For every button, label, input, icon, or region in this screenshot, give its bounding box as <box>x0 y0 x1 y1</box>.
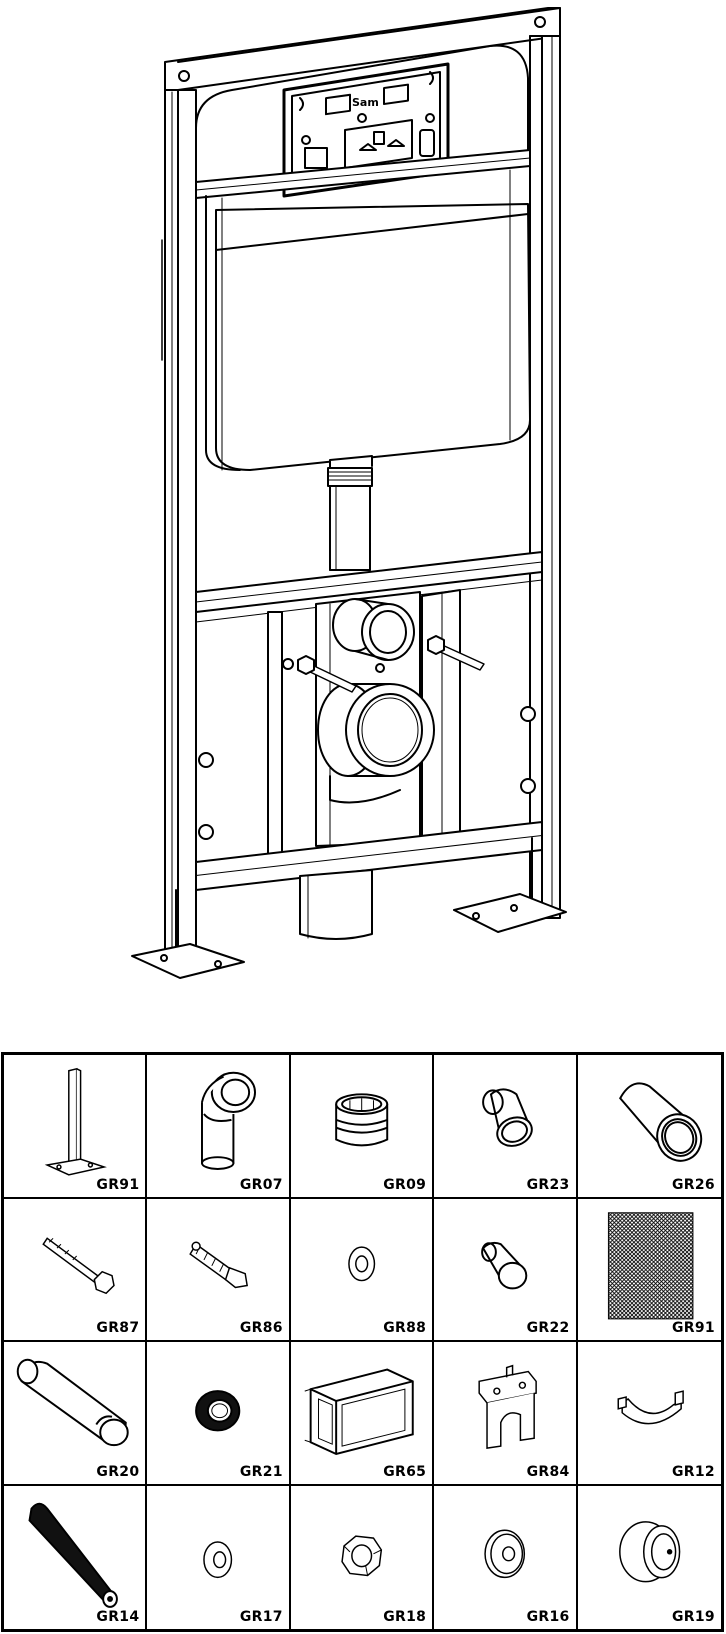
drain-bend-icon <box>201 1071 257 1170</box>
long-sleeve-icon <box>618 1082 702 1162</box>
part-cell-gr07: GR07 <box>147 1055 291 1199</box>
part-cell-gr26: GR26 <box>577 1055 721 1199</box>
inspection-box-icon <box>304 1368 414 1456</box>
flat-washer-icon <box>203 1540 233 1578</box>
part-code: GR88 <box>383 1320 427 1336</box>
part-code: GR84 <box>526 1463 570 1480</box>
end-cap-icon <box>481 1241 528 1289</box>
part-cell-gr12: GR12 <box>577 1342 721 1486</box>
part-code: GR16 <box>526 1609 570 1625</box>
threaded-rod-icon <box>28 1502 118 1608</box>
part-cell-gr86: GR86 <box>147 1198 291 1342</box>
part-code: GR26 <box>672 1176 715 1193</box>
installation-frame-drawing: Sam <box>131 7 567 979</box>
parts-grid: GR91 GR07 GR09 GR23 <box>1 1052 724 1632</box>
pipe-bracket-icon <box>478 1364 538 1449</box>
part-cell-gr20: GR20 <box>4 1342 148 1486</box>
part-cell-gr91-leg: GR91 <box>4 1055 148 1199</box>
part-code: GR14 <box>96 1609 140 1625</box>
hex-nut-icon <box>341 1534 382 1576</box>
part-cell-gr14: GR14 <box>4 1485 148 1629</box>
flush-pipe-icon <box>16 1358 129 1447</box>
pipe-clamp-icon <box>617 1390 684 1425</box>
mesh-panel-icon <box>607 1211 694 1319</box>
part-cell-gr21: GR21 <box>147 1342 291 1486</box>
dome-cap-icon <box>618 1520 680 1582</box>
part-cell-gr23: GR23 <box>434 1055 578 1199</box>
part-code: GR23 <box>526 1176 570 1193</box>
part-code: GR65 <box>383 1463 427 1480</box>
rubber-seal-icon <box>195 1390 241 1432</box>
part-code: GR19 <box>672 1609 715 1625</box>
plate-logo: Sam <box>352 96 379 109</box>
part-cell-gr84: GR84 <box>434 1342 578 1486</box>
part-code: GR17 <box>239 1609 283 1625</box>
part-code: GR12 <box>672 1463 715 1480</box>
threaded-bolt-icon <box>42 1236 115 1294</box>
part-code: GR09 <box>383 1176 427 1193</box>
part-code: GR86 <box>239 1320 283 1336</box>
wall-plug-icon <box>189 1241 249 1288</box>
part-code: GR20 <box>96 1463 140 1480</box>
part-cell-gr17: GR17 <box>147 1485 291 1629</box>
part-cell-gr88: GR88 <box>290 1198 435 1342</box>
washer-icon <box>347 1245 375 1281</box>
part-cell-gr91-mesh: GR91 <box>577 1199 721 1342</box>
part-code: GR22 <box>526 1320 570 1336</box>
part-code: GR07 <box>239 1176 283 1193</box>
rosette-icon <box>484 1529 526 1578</box>
pipe-connector-icon <box>334 1093 389 1147</box>
part-cell-gr16: GR16 <box>434 1485 578 1629</box>
part-cell-gr65: GR65 <box>290 1342 435 1486</box>
part-code: GR91 <box>96 1176 140 1193</box>
pipe-sleeve-icon <box>482 1088 533 1147</box>
part-code: GR18 <box>383 1609 427 1625</box>
part-cell-gr19: GR19 <box>578 1486 721 1630</box>
part-code: GR91 <box>672 1320 715 1336</box>
part-cell-gr22: GR22 <box>434 1198 578 1342</box>
frame-leg-icon <box>44 1067 107 1176</box>
part-code: GR87 <box>96 1320 140 1336</box>
part-cell-gr87: GR87 <box>4 1198 148 1342</box>
part-code: GR21 <box>239 1463 283 1480</box>
part-cell-gr18: GR18 <box>291 1485 435 1629</box>
part-cell-gr09: GR09 <box>290 1055 435 1199</box>
